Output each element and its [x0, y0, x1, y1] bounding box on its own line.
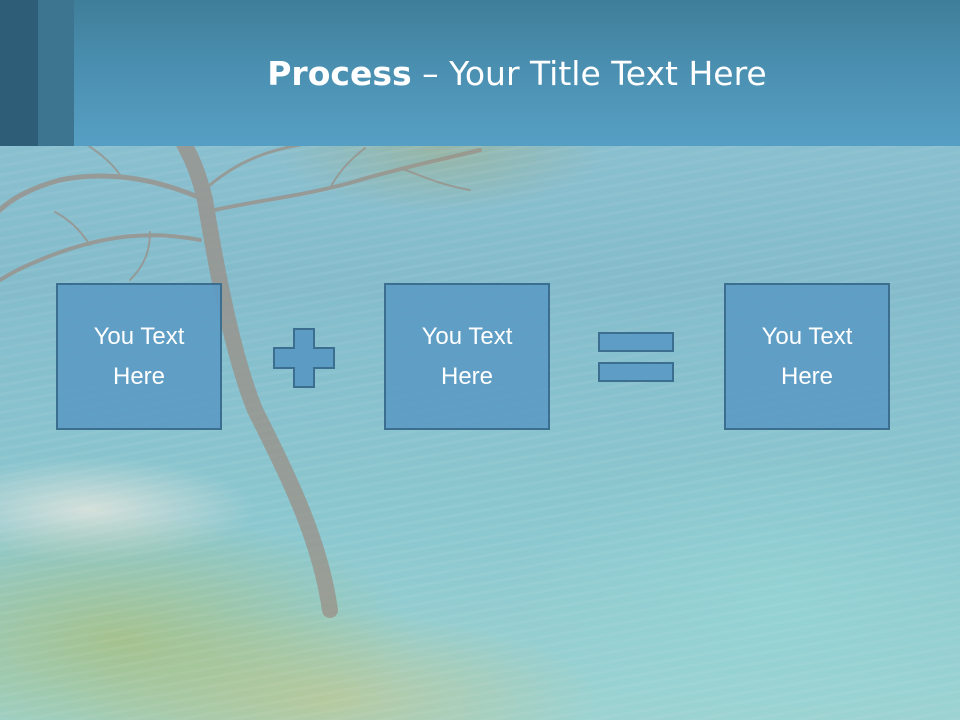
band-accent-dark	[0, 0, 38, 146]
process-step-2-label: You Text Here	[421, 322, 513, 390]
process-step-1: You Text Here	[56, 283, 222, 430]
band-accent-mid	[38, 0, 74, 146]
process-step-3: You Text Here	[724, 283, 890, 430]
equals-bar-bottom	[598, 362, 674, 382]
title-rest: – Your Title Text Here	[411, 54, 767, 93]
plus-icon	[273, 328, 335, 388]
slide-title: Process – Your Title Text Here	[74, 52, 960, 96]
title-strong: Process	[267, 54, 412, 93]
title-band: Process – Your Title Text Here	[0, 0, 960, 146]
process-step-1-label: You Text Here	[93, 322, 185, 390]
equals-bar-top	[598, 332, 674, 352]
process-step-2: You Text Here	[384, 283, 550, 430]
tree-illustration	[0, 140, 482, 618]
process-step-3-label: You Text Here	[761, 322, 853, 390]
